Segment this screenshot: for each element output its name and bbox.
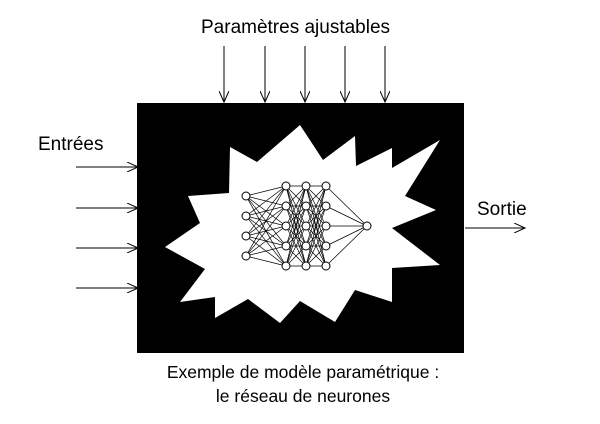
input-arrows bbox=[76, 167, 138, 288]
connection bbox=[305, 205, 327, 267]
neuron bbox=[301, 201, 311, 211]
neuron bbox=[301, 241, 311, 251]
network-neurons bbox=[241, 181, 372, 271]
connection bbox=[285, 205, 307, 267]
neuron bbox=[241, 251, 251, 261]
neuron bbox=[301, 181, 311, 191]
connection bbox=[305, 185, 327, 247]
neuron bbox=[321, 221, 331, 231]
connection bbox=[285, 245, 307, 267]
connection bbox=[285, 185, 307, 227]
connection bbox=[305, 225, 327, 267]
connection bbox=[305, 185, 327, 267]
neuron bbox=[321, 181, 331, 191]
network-connections bbox=[245, 185, 368, 267]
connection bbox=[325, 185, 368, 227]
connection bbox=[245, 185, 287, 257]
connection bbox=[245, 185, 287, 217]
connection bbox=[285, 185, 307, 207]
neuron bbox=[301, 221, 311, 231]
neuron bbox=[241, 231, 251, 241]
connection bbox=[285, 225, 307, 267]
neuron bbox=[321, 261, 331, 271]
connection bbox=[305, 185, 327, 227]
connection bbox=[285, 185, 307, 267]
parameter-arrows bbox=[224, 46, 385, 102]
neuron bbox=[241, 211, 251, 221]
output-neuron bbox=[362, 221, 372, 231]
neuron bbox=[281, 181, 291, 191]
caption-line-2: le réseau de neurones bbox=[215, 386, 391, 406]
connection bbox=[245, 255, 287, 267]
connection bbox=[245, 185, 287, 237]
caption-line-1: Exemple de modèle paramétrique : bbox=[166, 362, 440, 382]
connection bbox=[305, 245, 327, 267]
neuron bbox=[321, 201, 331, 211]
connection bbox=[305, 185, 327, 207]
connection bbox=[245, 185, 287, 197]
neuron bbox=[241, 191, 251, 201]
neuron bbox=[321, 241, 331, 251]
connection bbox=[325, 205, 368, 227]
neuron bbox=[281, 221, 291, 231]
connection bbox=[325, 225, 368, 247]
neuron bbox=[281, 241, 291, 251]
neuron bbox=[301, 261, 311, 271]
connection bbox=[325, 225, 368, 267]
caption: Exemple de modèle paramétrique : le rése… bbox=[0, 360, 600, 408]
connection bbox=[245, 225, 287, 257]
neuron bbox=[281, 201, 291, 211]
parameters-label: Paramètres ajustables bbox=[201, 17, 391, 38]
connection bbox=[245, 205, 287, 257]
neuron bbox=[281, 261, 291, 271]
connection bbox=[285, 185, 307, 247]
connection bbox=[245, 245, 287, 257]
output-label: Sortie bbox=[477, 199, 527, 220]
inputs-label: Entrées bbox=[38, 134, 104, 155]
